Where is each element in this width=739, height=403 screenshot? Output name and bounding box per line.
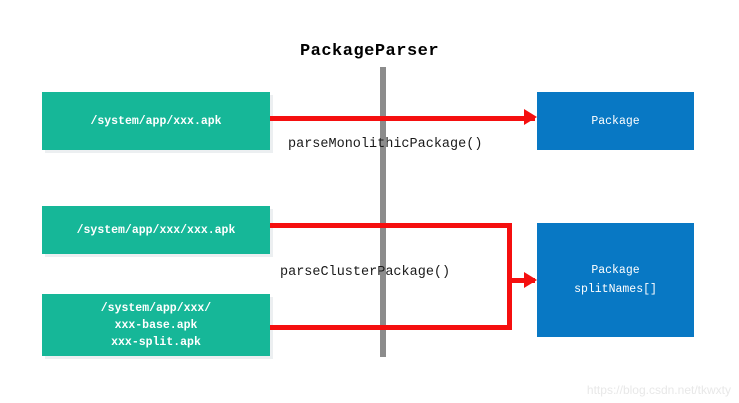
call-label-parse-cluster: parseClusterPackage()	[280, 265, 451, 280]
arrow-line-cluster-bottom	[270, 325, 512, 330]
call-label-parse-monolithic: parseMonolithicPackage()	[288, 137, 483, 152]
arrow-line-parse-monolithic	[270, 116, 535, 121]
package-parser-lifeline	[380, 67, 386, 357]
source-box-cluster-apk: /system/app/xxx/xxx.apk	[42, 206, 270, 254]
arrow-head-parse-monolithic-icon	[524, 109, 537, 125]
source-box-monolithic-apk: /system/app/xxx.apk	[42, 92, 270, 150]
result-box-package-splitnames: Package splitNames[]	[537, 223, 694, 337]
arrow-line-cluster-top	[270, 223, 512, 228]
arrow-head-parse-cluster-icon	[524, 272, 537, 288]
source-box-cluster-split-apk: /system/app/xxx/ xxx-base.apk xxx-split.…	[42, 294, 270, 356]
arrow-line-cluster-join	[507, 223, 512, 330]
arrow-line-cluster-out	[507, 278, 535, 283]
watermark: https://blog.csdn.net/tkwxty	[586, 383, 731, 397]
page-title: PackageParser	[299, 42, 440, 61]
result-box-package: Package	[537, 92, 694, 150]
